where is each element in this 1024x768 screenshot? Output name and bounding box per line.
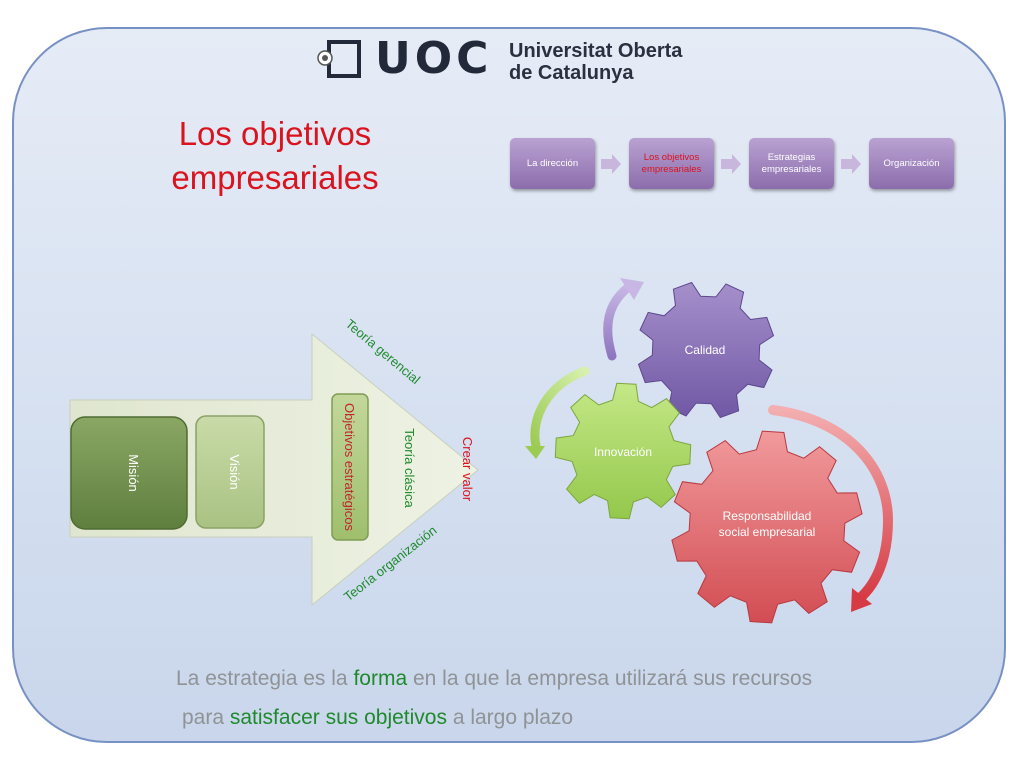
gear-calidad-label: Calidad bbox=[685, 343, 726, 357]
process-step-label: Estrategias bbox=[767, 151, 816, 163]
statement-emphasis: satisfacer sus objetivos bbox=[229, 706, 447, 729]
university-name-line2: de Catalunya bbox=[509, 62, 634, 84]
big-arrow-shape bbox=[69, 332, 479, 607]
objetivos-label: Objetivos estratégicos bbox=[342, 403, 357, 531]
cycle-arrow-red bbox=[768, 405, 894, 603]
vision-label: Visión bbox=[227, 454, 242, 489]
chevron-right-icon bbox=[601, 154, 621, 174]
gear-innovacion bbox=[554, 382, 692, 520]
university-name: Universitat Oberta de Catalunya bbox=[509, 40, 682, 84]
process-step-organizacion: Organización bbox=[869, 138, 954, 189]
slide-background bbox=[12, 27, 1006, 743]
crear-valor-label: Crear valor bbox=[460, 437, 475, 502]
statement-text: a largo plazo bbox=[446, 706, 574, 729]
process-step-label: Los objetivos bbox=[643, 151, 700, 163]
gear-responsabilidad bbox=[671, 430, 863, 624]
statement-text: La estrategia es la bbox=[176, 667, 354, 690]
statement-text: para bbox=[182, 706, 230, 729]
teoria-clasica-label: Teoría clásica bbox=[402, 428, 417, 508]
cycle-arrowhead-red bbox=[851, 588, 872, 612]
mission-vision-arrow-diagram: Misión Visión Objetivos estratégicos Teo… bbox=[69, 316, 479, 607]
mision-label: Misión bbox=[126, 454, 141, 492]
gear-responsabilidad-label-line2: social empresarial bbox=[719, 525, 816, 539]
process-step-label: empresariales bbox=[761, 163, 822, 175]
strategy-statement-line1: La estrategia es la forma en la que la e… bbox=[176, 667, 812, 691]
strategy-statement-line2: para satisfacer sus objetivos a largo pl… bbox=[182, 706, 573, 730]
cycle-arrow-purple bbox=[603, 281, 635, 361]
cycle-arrowhead-green bbox=[525, 446, 545, 459]
statement-text: en la que la empresa utilizará sus recur… bbox=[407, 667, 813, 690]
process-step-direccion: La dirección bbox=[510, 138, 595, 189]
gear-innovacion-label: Innovación bbox=[594, 445, 652, 459]
page-title-line1: Los objetivos bbox=[178, 115, 372, 152]
vision-box bbox=[195, 415, 265, 529]
process-step-label: empresariales bbox=[641, 163, 702, 175]
logo-uoc-text: UOC bbox=[375, 33, 493, 84]
page-title-line2: empresariales bbox=[171, 159, 379, 196]
gear-responsabilidad-label-line1: Responsabilidad bbox=[723, 509, 812, 523]
university-name-line1: Universitat Oberta bbox=[509, 40, 683, 62]
mision-box bbox=[70, 416, 188, 530]
process-step-objetivos: Los objetivos empresariales bbox=[629, 138, 714, 189]
page-title: Los objetivos empresariales bbox=[130, 112, 420, 200]
process-step-label: Organización bbox=[883, 157, 940, 169]
gear-calidad bbox=[637, 281, 775, 419]
uoc-logo: UOC Universitat Oberta de Catalunya bbox=[313, 33, 713, 85]
chevron-right-icon bbox=[721, 154, 741, 174]
statement-emphasis: forma bbox=[353, 667, 408, 690]
cycle-arrowhead-purple bbox=[620, 278, 644, 300]
objetivos-box bbox=[331, 393, 369, 541]
chevron-right-icon bbox=[841, 154, 861, 174]
uoc-logo-icon bbox=[317, 40, 361, 78]
process-step-estrategias: Estrategias empresariales bbox=[749, 138, 834, 189]
process-step-label: La dirección bbox=[526, 157, 579, 169]
cycle-arrow-green bbox=[530, 366, 590, 451]
